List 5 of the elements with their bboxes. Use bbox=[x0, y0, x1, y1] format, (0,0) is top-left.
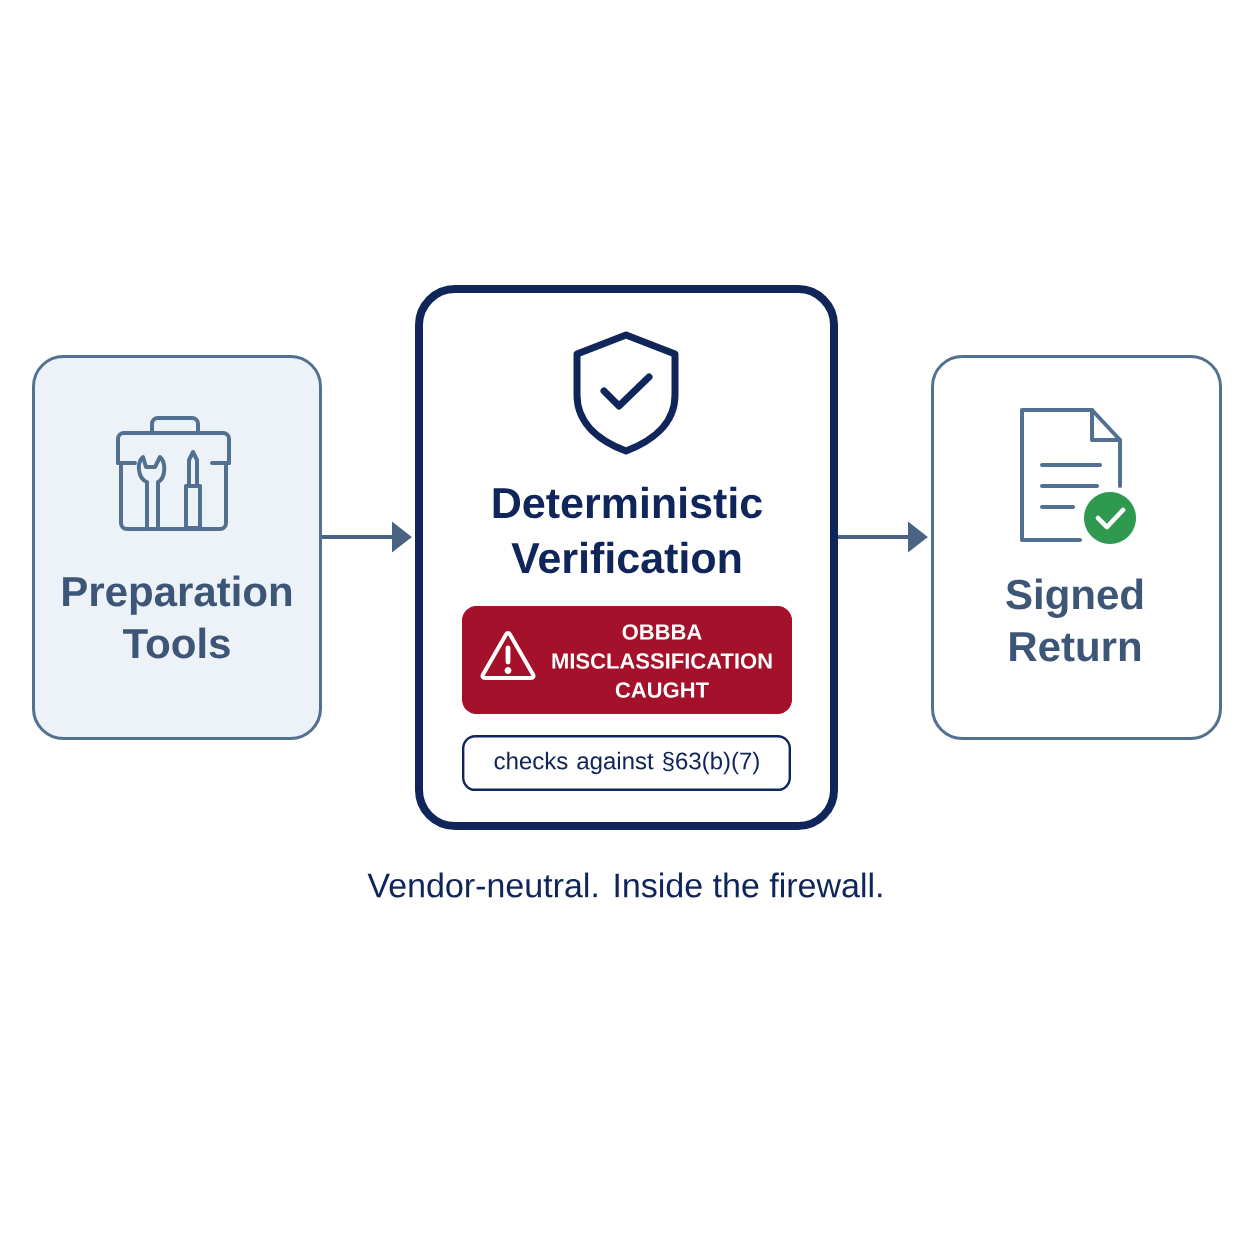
caption: Vendor-neutral. Inside the firewall. bbox=[367, 872, 882, 898]
process-box: Signed Return bbox=[931, 355, 1222, 740]
note-box: checks against §63(b)(7) bbox=[462, 735, 791, 791]
alert-box: OBBBA MISCLASSIFICATION CAUGHT bbox=[462, 606, 792, 714]
process-box: Preparation Tools bbox=[32, 355, 322, 740]
